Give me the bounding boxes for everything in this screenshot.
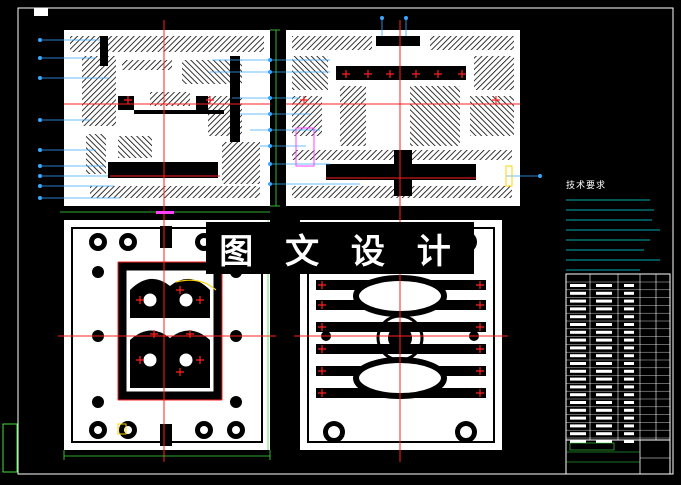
table-cell-mark: [596, 307, 612, 311]
table-cell-mark: [624, 408, 634, 412]
table-cell-mark: [624, 307, 634, 311]
title-block: [565, 439, 671, 475]
table-cell-mark: [596, 393, 612, 397]
table-cell-mark: [624, 330, 634, 334]
table-cell-mark: [596, 299, 612, 303]
watermark-banner: 图 文 设 计: [206, 222, 474, 274]
table-cell-mark: [596, 432, 612, 436]
table-cell-mark: [570, 377, 586, 381]
table-cell-mark: [570, 346, 586, 350]
table-cell-mark: [596, 385, 612, 389]
table-cell-mark: [570, 323, 586, 326]
table-cell-mark: [570, 330, 586, 334]
table-cell-mark: [624, 440, 634, 443]
table-cell-mark: [624, 416, 634, 420]
table-cell-mark: [596, 315, 612, 319]
leader-lines-left: [40, 39, 120, 199]
table-cell-mark: [570, 362, 586, 365]
table-cell-mark: [596, 354, 612, 358]
table-cell-mark: [570, 393, 586, 397]
red-section-lines: [110, 175, 476, 401]
table-cell-mark: [570, 307, 586, 311]
table-cell-mark: [624, 377, 634, 381]
table-cell-mark: [570, 369, 586, 373]
table-cell-mark: [624, 299, 634, 303]
table-cell-mark: [570, 416, 586, 420]
table-cell-mark: [570, 354, 586, 358]
center-lines: [58, 20, 520, 462]
table-cell-mark: [596, 291, 612, 295]
table-cell-mark: [570, 401, 586, 404]
table-cell-mark: [570, 424, 586, 428]
table-cell-mark: [624, 323, 634, 326]
table-cell-mark: [570, 338, 586, 342]
table-cell-mark: [570, 291, 586, 295]
table-cell-mark: [624, 424, 634, 428]
table-cell-mark: [570, 440, 586, 443]
table-cell-mark: [596, 401, 612, 404]
technical-requirements-title: 技术要求: [566, 181, 607, 191]
leader-dots-left: [38, 38, 42, 200]
table-cell-mark: [624, 338, 634, 342]
table-cell-mark: [596, 346, 612, 350]
table-cell-mark: [624, 284, 634, 287]
bolt-markers: [124, 70, 500, 397]
table-cell-mark: [570, 432, 586, 436]
drawing-frame: [17, 7, 674, 475]
table-cell-mark: [596, 362, 612, 365]
section-view-right: [286, 30, 520, 206]
table-cell-mark: [570, 408, 586, 412]
table-cell-mark: [624, 432, 634, 436]
binding-margin-strip: [2, 423, 18, 473]
technical-notes: [566, 199, 660, 271]
watermark-text: 图 文 设 计: [219, 231, 461, 272]
table-cell-mark: [624, 362, 634, 365]
section-view-left: [64, 30, 270, 206]
table-cell-mark: [570, 299, 586, 303]
table-cell-mark: [596, 408, 612, 412]
table-cell-mark: [570, 385, 586, 389]
table-cell-mark: [624, 315, 634, 319]
table-cell-mark: [596, 323, 612, 326]
table-cell-mark: [570, 284, 586, 287]
leader-lines-center: [210, 18, 540, 185]
highlight-accents: [117, 127, 513, 435]
table-cell-mark: [596, 284, 612, 287]
table-cell-mark: [624, 401, 634, 404]
plan-view-left: [64, 220, 270, 450]
table-cell-mark: [596, 369, 612, 373]
leader-dots-center: [268, 16, 542, 186]
table-cell-mark: [624, 291, 634, 295]
table-cell-mark: [624, 354, 634, 358]
table-cell-mark: [570, 315, 586, 319]
parts-list-table: [565, 273, 671, 443]
table-cell-mark: [624, 393, 634, 397]
table-cell-mark: [596, 377, 612, 381]
table-cell-mark: [596, 330, 612, 334]
table-cell-mark: [624, 346, 634, 350]
table-cell-mark: [596, 440, 612, 443]
table-cell-mark: [596, 424, 612, 428]
table-cell-mark: [624, 369, 634, 373]
table-cell-mark: [596, 338, 612, 342]
frame-tab: [34, 8, 48, 16]
table-cell-mark: [624, 385, 634, 389]
table-cell-mark: [596, 416, 612, 420]
